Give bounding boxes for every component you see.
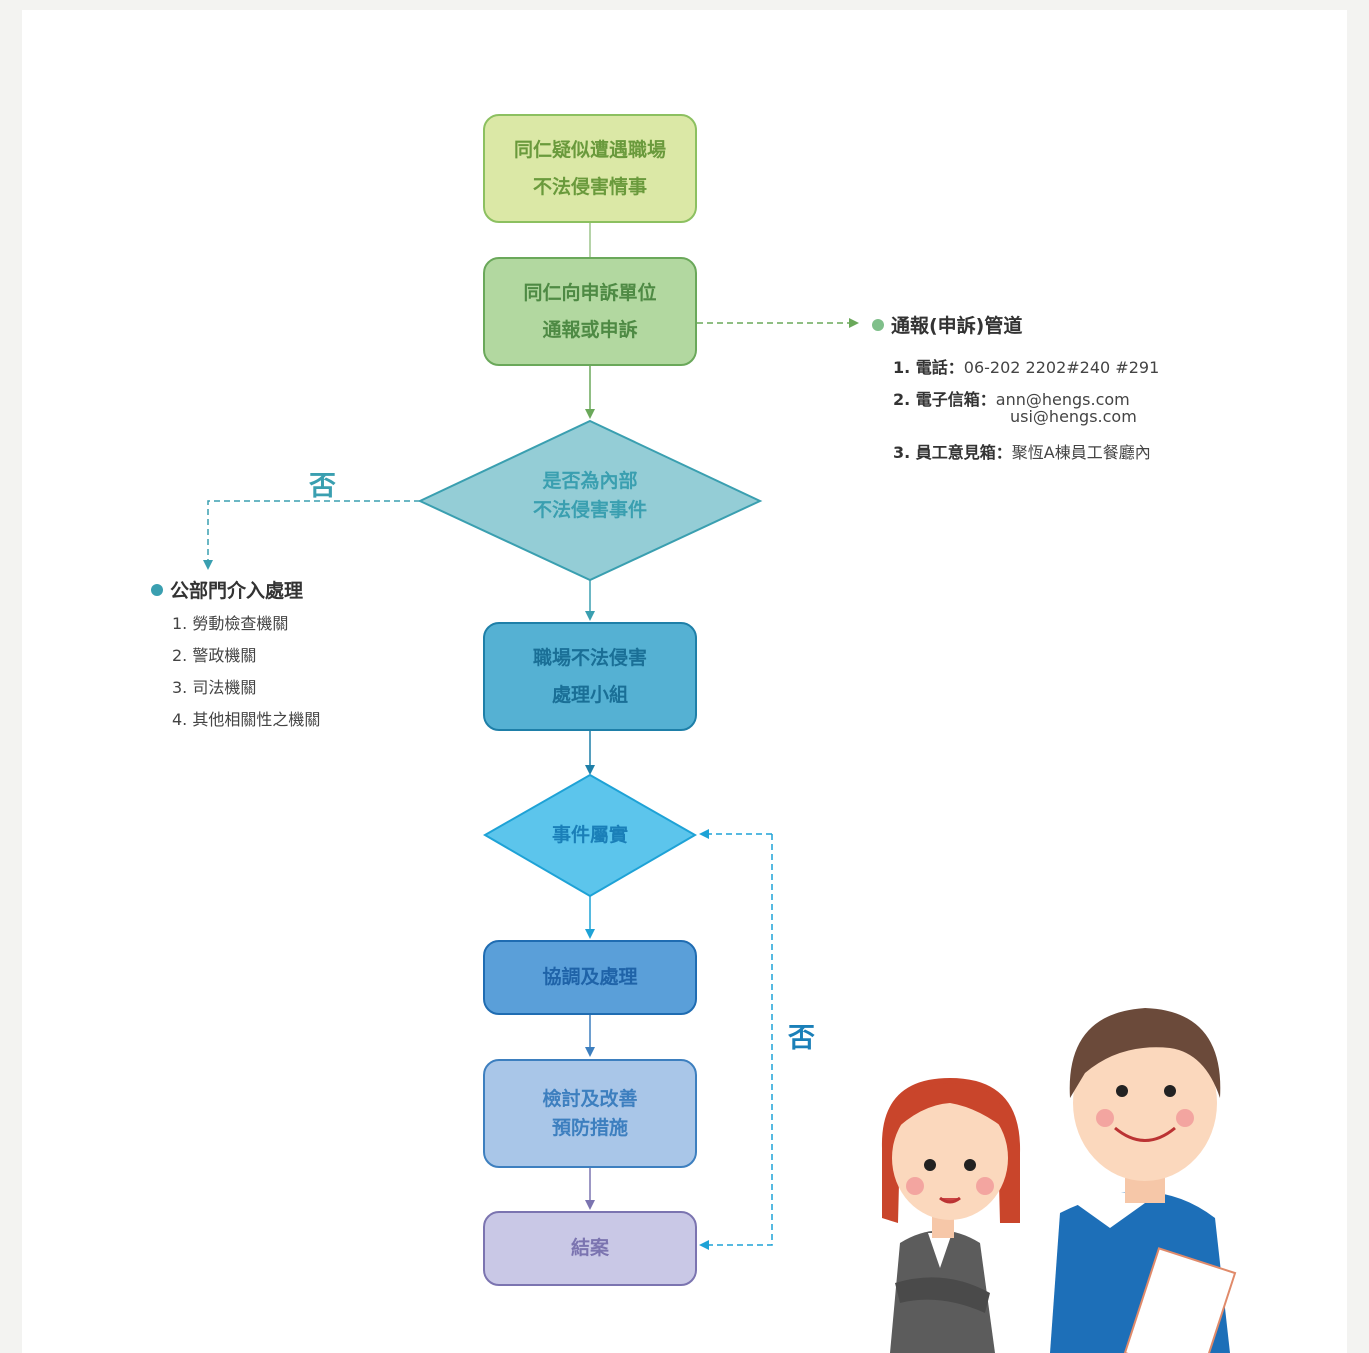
step-text: 職場不法侵害: [532, 646, 647, 669]
channel-item-email-2: usi@hengs.com: [1010, 407, 1137, 426]
step-review-improve: 檢討及改善 預防措施: [483, 1059, 697, 1168]
step-text: 同仁疑似遭遇職場: [513, 138, 666, 161]
step-text: 通報或申訴: [542, 318, 638, 341]
step-text: 預防措施: [551, 1116, 628, 1139]
step-report-complaint: 同仁向申訴單位 通報或申訴: [483, 257, 697, 366]
channels-heading: 通報(申訴)管道: [872, 311, 1022, 338]
step-coordinate-handle: 協調及處理: [483, 940, 697, 1015]
public-heading: 公部門介入處理: [151, 576, 303, 603]
step-suspected-violation: 同仁疑似遭遇職場 不法侵害情事: [483, 114, 697, 223]
woman-character-icon: [881, 1078, 1021, 1353]
channels-title: 通報(申訴)管道: [891, 315, 1023, 337]
channel-value: ann@hengs.com: [995, 390, 1130, 409]
channel-label: 3. 員工意見箱：: [893, 443, 1012, 462]
channel-label: 1. 電話：: [893, 358, 964, 377]
public-item: 2. 警政機關: [172, 646, 257, 665]
bullet-dot-icon: [151, 583, 163, 596]
step-handling-team: 職場不法侵害 處理小組: [483, 622, 697, 731]
public-item: 3. 司法機關: [172, 678, 257, 697]
decision-text: 事件屬實: [551, 823, 628, 846]
public-item: 4. 其他相關性之機關: [172, 710, 321, 729]
step-text: 不法侵害情事: [532, 175, 647, 198]
public-title: 公部門介入處理: [170, 580, 304, 602]
step-close-case: 結案: [483, 1211, 697, 1286]
decision-verified-shape: [482, 773, 698, 898]
step-text: 結案: [570, 1237, 609, 1259]
decision-internal-shape: [417, 419, 763, 582]
step-text: 處理小組: [551, 683, 628, 706]
no-label-right: 否: [788, 1023, 815, 1054]
channel-item-email: 2. 電子信箱：ann@hengs.com: [893, 386, 1130, 410]
public-item: 1. 勞動檢查機關: [172, 614, 289, 633]
decision-text: 是否為內部: [542, 470, 638, 492]
channel-value: 06-202 2202#240 #291: [963, 358, 1160, 377]
decision-text: 不法侵害事件: [532, 499, 647, 521]
step-text: 檢討及改善: [542, 1087, 638, 1110]
channel-item-mailbox: 3. 員工意見箱：聚恆A棟員工餐廳內: [893, 439, 1151, 463]
clipboard-icon: [1123, 1247, 1237, 1353]
no-label-left: 否: [309, 471, 336, 502]
channel-item-phone: 1. 電話：06-202 2202#240 #291: [893, 354, 1159, 378]
decision-internal-violation: 是否為內部 不法侵害事件: [470, 466, 710, 526]
step-text: 同仁向申訴單位: [523, 281, 657, 304]
bullet-dot-icon: [872, 318, 884, 331]
channel-value: 聚恆A棟員工餐廳內: [1011, 443, 1151, 462]
channel-label: 2. 電子信箱：: [893, 390, 996, 409]
step-text: 協調及處理: [542, 966, 638, 988]
characters-illustration: [881, 1008, 1237, 1353]
decision-event-verified: 事件屬實: [500, 820, 680, 850]
